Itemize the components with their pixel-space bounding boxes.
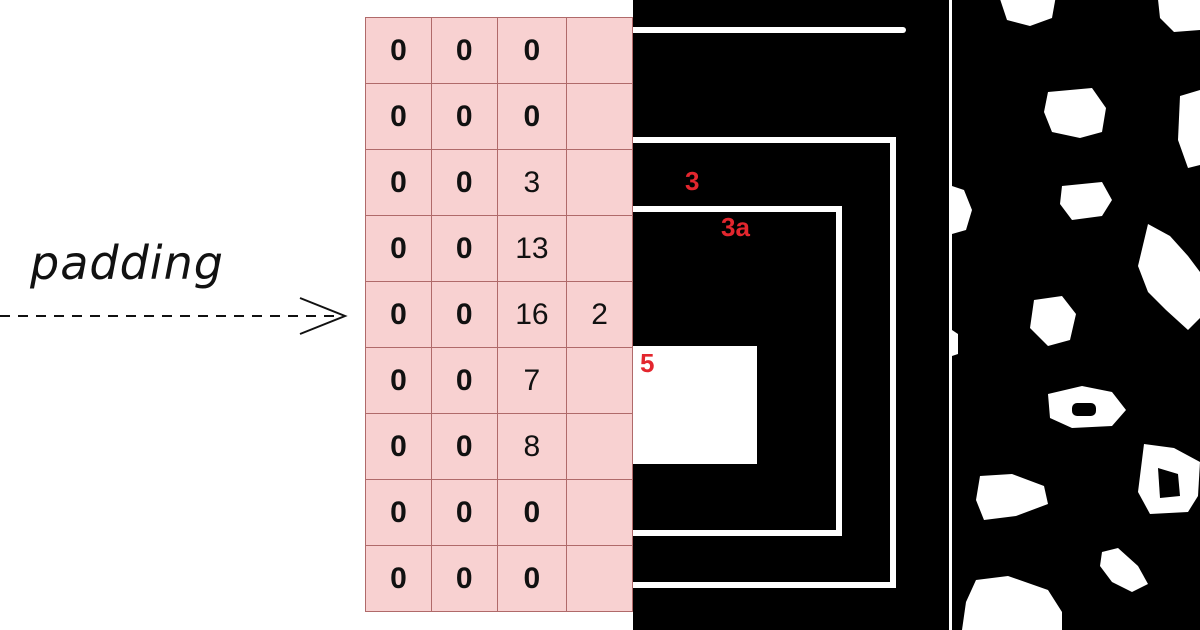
blob xyxy=(952,330,958,356)
matrix-cell: 8 xyxy=(496,413,568,480)
matrix-cell xyxy=(566,17,633,84)
matrix-cell: 0 xyxy=(430,479,498,546)
matrix-cell xyxy=(566,413,633,480)
blob-panel xyxy=(952,0,1200,630)
matrix-cell: 0 xyxy=(430,347,498,414)
matrix-cell: 0 xyxy=(430,545,498,612)
blob-drawing xyxy=(952,0,1200,630)
blob xyxy=(976,474,1048,520)
blob xyxy=(1158,0,1200,32)
hole-region xyxy=(633,346,757,464)
matrix-cell: 0 xyxy=(496,545,568,612)
matrix-cell: 0 xyxy=(365,347,432,414)
blob xyxy=(1060,182,1112,220)
blob xyxy=(1178,90,1200,168)
matrix-cell: 0 xyxy=(430,413,498,480)
matrix-cell: 3 xyxy=(496,149,568,216)
panel-divider xyxy=(949,0,952,630)
matrix-cell: 0 xyxy=(430,215,498,282)
matrix-cell: 0 xyxy=(430,149,498,216)
outer-contour xyxy=(633,137,896,588)
matrix-cell: 0 xyxy=(365,281,432,348)
matrix-cell: 7 xyxy=(496,347,568,414)
matrix-cell xyxy=(566,479,633,546)
matrix-cell: 0 xyxy=(430,83,498,150)
blob-hole xyxy=(1158,468,1180,498)
blob xyxy=(962,576,1062,630)
contour-panel: 3 3a 5 xyxy=(633,0,949,630)
contour-label-hole: 5 xyxy=(640,348,655,378)
matrix-cell xyxy=(566,215,633,282)
blob xyxy=(952,186,972,234)
matrix-cell: 0 xyxy=(365,17,432,84)
matrix-cell: 0 xyxy=(430,281,498,348)
padding-arrow xyxy=(0,297,348,335)
blob xyxy=(1138,224,1200,330)
matrix-cell: 16 xyxy=(496,281,568,348)
matrix-cell: 13 xyxy=(496,215,568,282)
matrix-cell: 0 xyxy=(365,149,432,216)
matrix-cell: 2 xyxy=(566,281,633,348)
blob xyxy=(1000,0,1056,26)
matrix-cell xyxy=(566,545,633,612)
contour-drawing xyxy=(633,27,906,588)
blob xyxy=(1044,88,1106,138)
padding-label: padding xyxy=(30,236,224,290)
blob xyxy=(1030,296,1076,346)
matrix-cell xyxy=(566,347,633,414)
contour-label-inner: 3a xyxy=(721,212,750,242)
matrix-cell: 0 xyxy=(365,215,432,282)
matrix-cell: 0 xyxy=(365,545,432,612)
matrix-cell: 0 xyxy=(365,413,432,480)
contour-label-outer: 3 xyxy=(685,166,700,196)
matrix-cell: 0 xyxy=(365,83,432,150)
arrow-head-icon xyxy=(299,297,348,335)
blob-hole xyxy=(1072,403,1096,416)
inner-contour xyxy=(633,206,842,536)
blob xyxy=(1100,548,1148,592)
matrix-cell: 0 xyxy=(430,17,498,84)
matrix-cell: 0 xyxy=(365,479,432,546)
matrix-cell xyxy=(566,149,633,216)
matrix-cell: 0 xyxy=(496,479,568,546)
matrix-cell xyxy=(566,83,633,150)
matrix-cell: 0 xyxy=(496,17,568,84)
matrix-cell: 0 xyxy=(496,83,568,150)
